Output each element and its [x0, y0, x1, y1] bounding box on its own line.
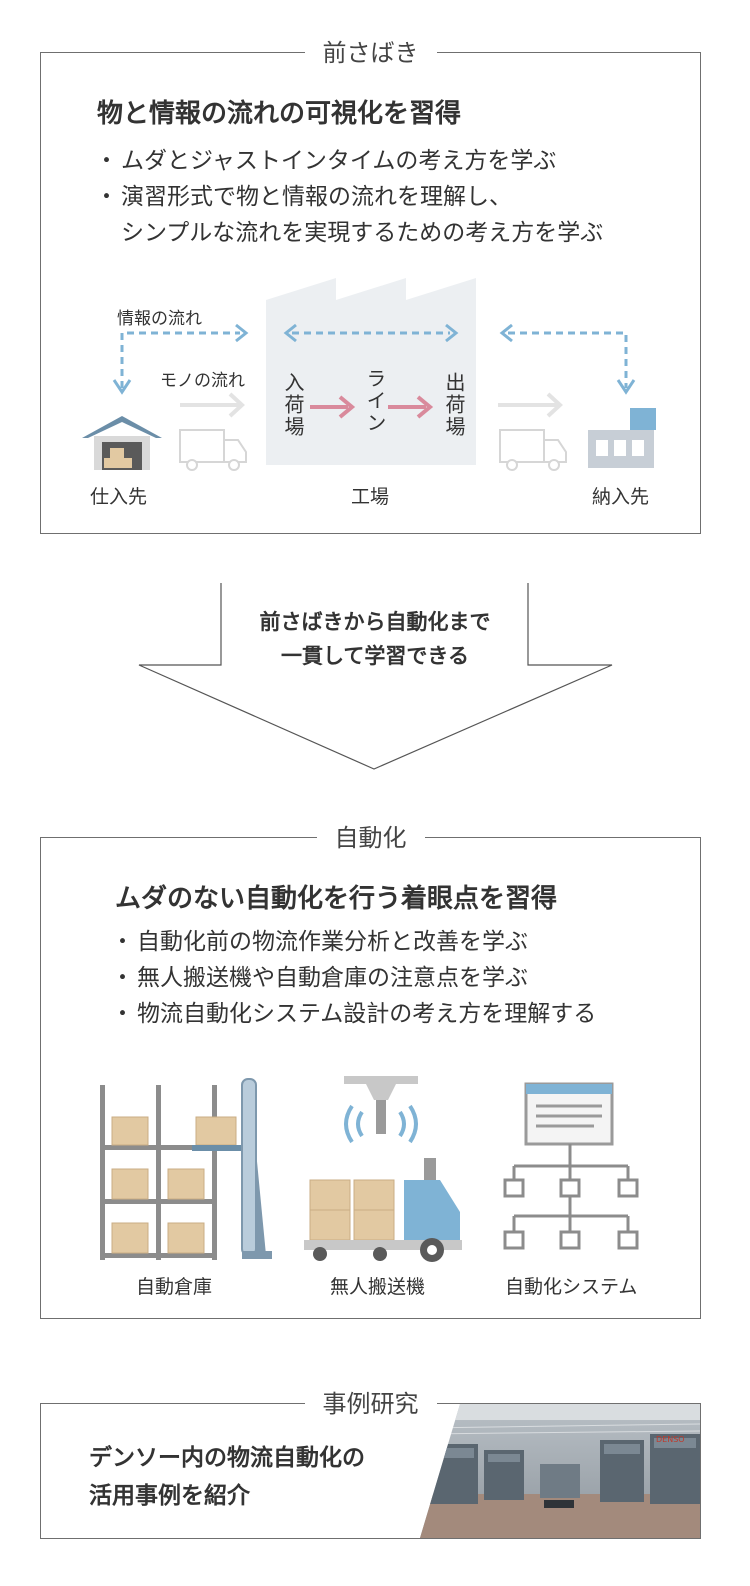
truck-icon	[179, 429, 247, 471]
customer-label: 納入先	[592, 486, 650, 508]
bullet-list: 自動化前の物流作業分析と改善を学ぶ 無人搬送機や自動倉庫の注意点を学ぶ 物流自動…	[111, 924, 596, 1032]
info-flow-label: 情報の流れ	[117, 309, 202, 329]
info-flow-arrowheads	[112, 323, 636, 395]
section-title: 自動化	[316, 822, 425, 854]
section-heading: 物と情報の流れの可視化を習得	[97, 99, 462, 129]
customer-factory-icon	[588, 408, 656, 468]
section-maesabaki: 前さばき 物と情報の流れの可視化を習得 ムダとジャストインタイムの考え方を学ぶ …	[40, 37, 701, 534]
section-case-study: 事例研究 デンソー内の物流自動化の 活用事例を紹介	[40, 1388, 701, 1539]
supplier-warehouse-icon	[82, 416, 162, 470]
bullet-item: 演習形式で物と情報の流れを理解し、	[95, 179, 603, 215]
shipping-label: 出荷場	[442, 372, 466, 438]
agv-caption: 無人搬送機	[330, 1276, 426, 1298]
transition-text-line1: 前さばきから自動化まで	[259, 610, 491, 634]
bullet-item: 物流自動化システム設計の考え方を理解する	[111, 996, 596, 1032]
bullet-item: 自動化前の物流作業分析と改善を学ぶ	[111, 924, 596, 960]
transition-text-line2: 一貫して学習できる	[281, 644, 469, 668]
warehouse-caption: 自動倉庫	[136, 1276, 213, 1298]
down-arrow-shape	[138, 583, 613, 770]
info-flow-arrows	[120, 331, 628, 388]
truck-icon	[499, 429, 567, 471]
goods-flow-label: モノの流れ	[160, 371, 245, 391]
case-study-text-line1: デンソー内の物流自動化の	[89, 1445, 365, 1471]
internal-flow-arrows	[310, 395, 434, 419]
automated-warehouse-icon	[100, 1078, 272, 1260]
section-title: 事例研究	[304, 1388, 437, 1420]
bullet-item: ムダとジャストインタイムの考え方を学ぶ	[95, 143, 603, 179]
section-automation: 自動化 ムダのない自動化を行う着眼点を習得 自動化前の物流作業分析と改善を学ぶ …	[40, 822, 701, 1319]
photo-sign-text: DENSO	[656, 1435, 685, 1444]
bullet-item: 無人搬送機や自動倉庫の注意点を学ぶ	[111, 960, 596, 996]
factory-photo: DENSO	[420, 1404, 700, 1538]
goods-flow-arrows	[180, 392, 563, 418]
supplier-label: 仕入先	[90, 486, 148, 508]
bullet-item-continued: シンプルな流れを実現するための考え方を学ぶ	[121, 220, 604, 246]
agv-icon	[304, 1076, 462, 1262]
receiving-label: 入荷場	[281, 372, 305, 438]
line-label: ライン	[363, 368, 387, 434]
bullet-list: ムダとジャストインタイムの考え方を学ぶ 演習形式で物と情報の流れを理解し、 シン…	[95, 143, 603, 251]
factory-building	[266, 278, 476, 465]
factory-label: 工場	[351, 486, 390, 508]
case-study-text-line2: 活用事例を紹介	[89, 1483, 250, 1509]
flow-diagram	[82, 278, 656, 471]
system-caption: 自動化システム	[505, 1276, 638, 1298]
automation-system-icon	[503, 1082, 639, 1250]
section-title: 前さばき	[304, 37, 437, 69]
section-heading: ムダのない自動化を行う着眼点を習得	[115, 884, 558, 914]
